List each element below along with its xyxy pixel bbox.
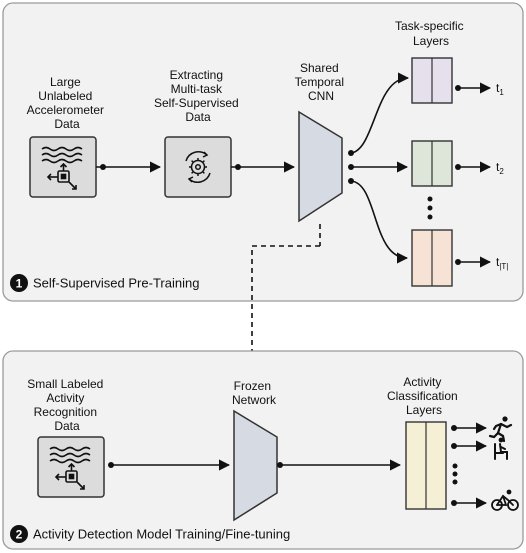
- top-panel: Large Unlabeled Accelerometer Data: [2, 2, 524, 302]
- svg-text:1: 1: [16, 277, 23, 291]
- frozen-network-shape: [233, 409, 278, 522]
- task-layer-1: [411, 57, 453, 104]
- bottom-panel-title: Activity Detection Model Training/Fine-t…: [33, 527, 290, 542]
- bottom-input-label: Small Labeled Activity Recognition Data: [27, 377, 106, 433]
- labeled-data-box: [37, 436, 105, 498]
- output-t2: t2: [496, 160, 504, 176]
- output-tT: t|T|: [496, 255, 508, 271]
- waves-icon: [49, 446, 91, 464]
- dashed-arrow: [246, 245, 320, 365]
- unlabeled-data-box: [29, 136, 97, 198]
- step-1-badge: 1: [10, 274, 28, 292]
- cycling-icon: [491, 489, 519, 511]
- classifier-label: Activity Classification Layers: [387, 375, 461, 417]
- task-layers-label: Task-specific Layers: [395, 19, 467, 48]
- accelerometer-icon: [46, 162, 77, 190]
- running-icon: [488, 416, 513, 443]
- extract-box: [164, 136, 232, 198]
- accelerometer-icon: [54, 462, 85, 490]
- cnn-label: Shared Temporal CNN: [295, 61, 348, 103]
- step-2-badge: 2: [10, 525, 28, 543]
- sitting-icon: [494, 437, 508, 460]
- task-layer-2: [411, 140, 453, 187]
- top-input-label: Large Unlabeled Accelerometer Data: [27, 75, 108, 131]
- bottom-panel: Small Labeled Activity Recognition Data: [2, 350, 524, 550]
- classification-layers: [405, 421, 447, 510]
- frozen-network-label: Frozen Network: [232, 379, 277, 407]
- extract-label: Extracting Multi-task Self-Supervised Da…: [154, 68, 242, 124]
- top-panel-title: Self-Supervised Pre-Training: [33, 276, 199, 291]
- shared-cnn-shape: [298, 110, 343, 223]
- output-t1: t1: [496, 81, 504, 97]
- waves-icon: [41, 146, 83, 164]
- gear-cycle-icon: [185, 151, 211, 183]
- task-layer-n: [411, 229, 453, 287]
- ellipsis-dots: [452, 463, 458, 485]
- ellipsis-dots: [427, 196, 433, 220]
- svg-text:2: 2: [16, 528, 23, 542]
